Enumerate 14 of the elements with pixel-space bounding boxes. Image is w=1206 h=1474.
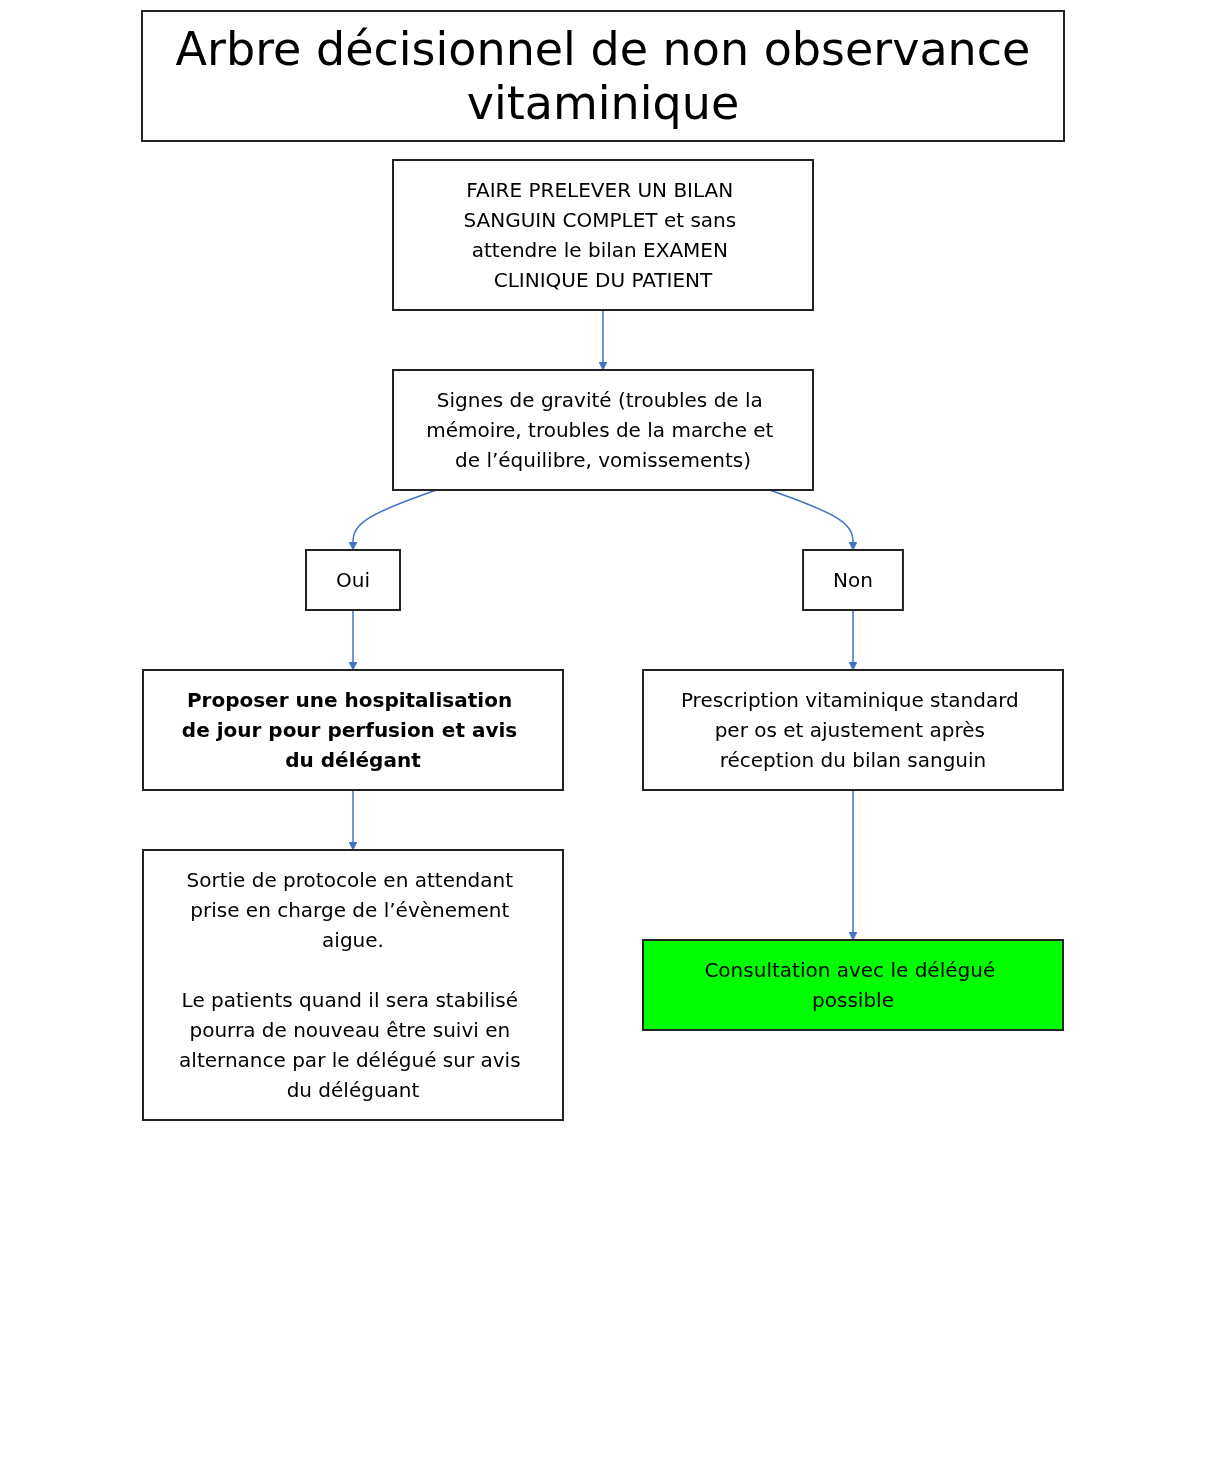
arrow — [848, 609, 858, 671]
node-box: Sortie de protocole en attendant prise en charge de l’évènement aigue. Le patients quand il sera stabilisé pourra de nouveau être suivi en alternance par le délégué sur avis du déléguant — [142, 849, 564, 1121]
title: Arbre décisionnel de non observance vitaminique — [141, 10, 1065, 142]
node-box: Non — [802, 549, 904, 611]
node-box: FAIRE PRELEVER UN BILAN SANGUIN COMPLET et sans attendre le bilan EXAMEN CLINIQUE DU PATIENT — [392, 159, 814, 311]
arrow — [348, 609, 358, 671]
arrow — [598, 309, 608, 371]
node-box: Oui — [305, 549, 401, 611]
node-box: Proposer une hospitalisation de jour pour perfusion et avis du délégant — [142, 669, 564, 791]
node-box: Signes de gravité (troubles de la mémoire, troubles de la marche et de l’équilibre, vomissements) — [392, 369, 814, 491]
node-box: Consultation avec le délégué possible — [642, 939, 1064, 1031]
arrow — [848, 789, 858, 941]
node-box: Prescription vitaminique standard per os et ajustement après réception du bilan sanguin — [642, 669, 1064, 791]
arrow — [348, 789, 358, 851]
